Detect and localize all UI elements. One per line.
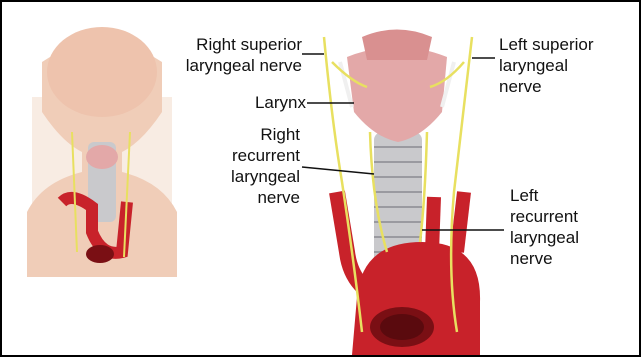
main-anatomy — [324, 30, 480, 356]
label-larynx: Larynx — [212, 92, 306, 113]
leader-right-recurrent — [302, 167, 374, 174]
label-right-superior-laryngeal-nerve: Right superior laryngeal nerve — [132, 34, 302, 76]
label-right-recurrent-laryngeal-nerve: Right recurrent laryngeal nerve — [202, 124, 300, 208]
label-left-superior-laryngeal-nerve: Left superior laryngeal nerve — [499, 34, 637, 97]
label-left-recurrent-laryngeal-nerve: Left recurrent laryngeal nerve — [510, 185, 620, 269]
